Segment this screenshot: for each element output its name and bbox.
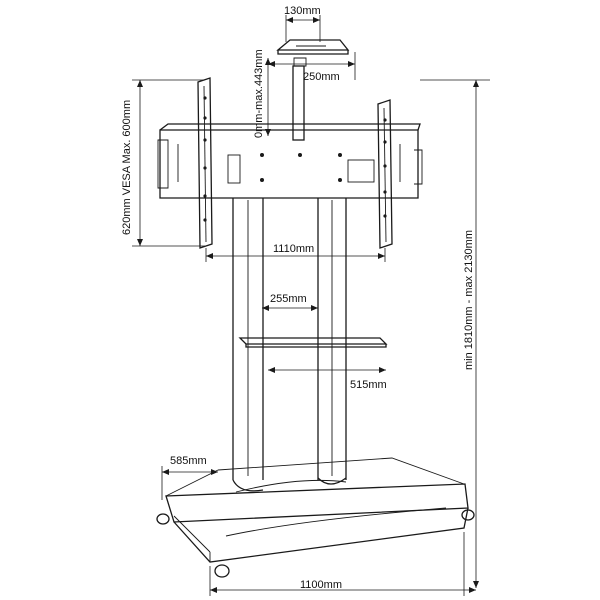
label-pole-height: 0mm-max.443mm bbox=[253, 49, 265, 138]
dim-vesa-width bbox=[205, 248, 386, 262]
label-vesa-height: 620mm VESA Max. 600mm bbox=[121, 100, 133, 235]
vesa-arm-right bbox=[377, 99, 393, 249]
dim-base-width bbox=[209, 532, 476, 596]
label-middle-shelf-depth: 255mm bbox=[270, 293, 307, 305]
dim-vesa-height bbox=[132, 79, 205, 247]
dim-camera-shelf-width bbox=[268, 52, 356, 80]
middle-shelf bbox=[238, 337, 388, 348]
label-camera-shelf-width: 250mm bbox=[303, 71, 340, 83]
label-base-width: 1100mm bbox=[300, 579, 342, 591]
label-total-height: min 1810mm - max 2130mm bbox=[463, 230, 475, 370]
dim-total-height bbox=[420, 79, 490, 588]
vertical-posts bbox=[232, 198, 347, 480]
label-base-depth: 585mm bbox=[170, 455, 207, 467]
dim-base-depth bbox=[161, 466, 218, 500]
vesa-arm-left bbox=[197, 77, 213, 249]
label-vesa-width: 1110mm bbox=[273, 243, 314, 255]
label-middle-shelf-width: 515mm bbox=[350, 379, 387, 391]
label-camera-shelf-depth: 130mm bbox=[284, 5, 321, 17]
dim-camera-shelf-depth bbox=[285, 15, 321, 42]
mounting-bar bbox=[157, 123, 423, 199]
base bbox=[165, 457, 469, 563]
camera-shelf bbox=[276, 39, 350, 67]
